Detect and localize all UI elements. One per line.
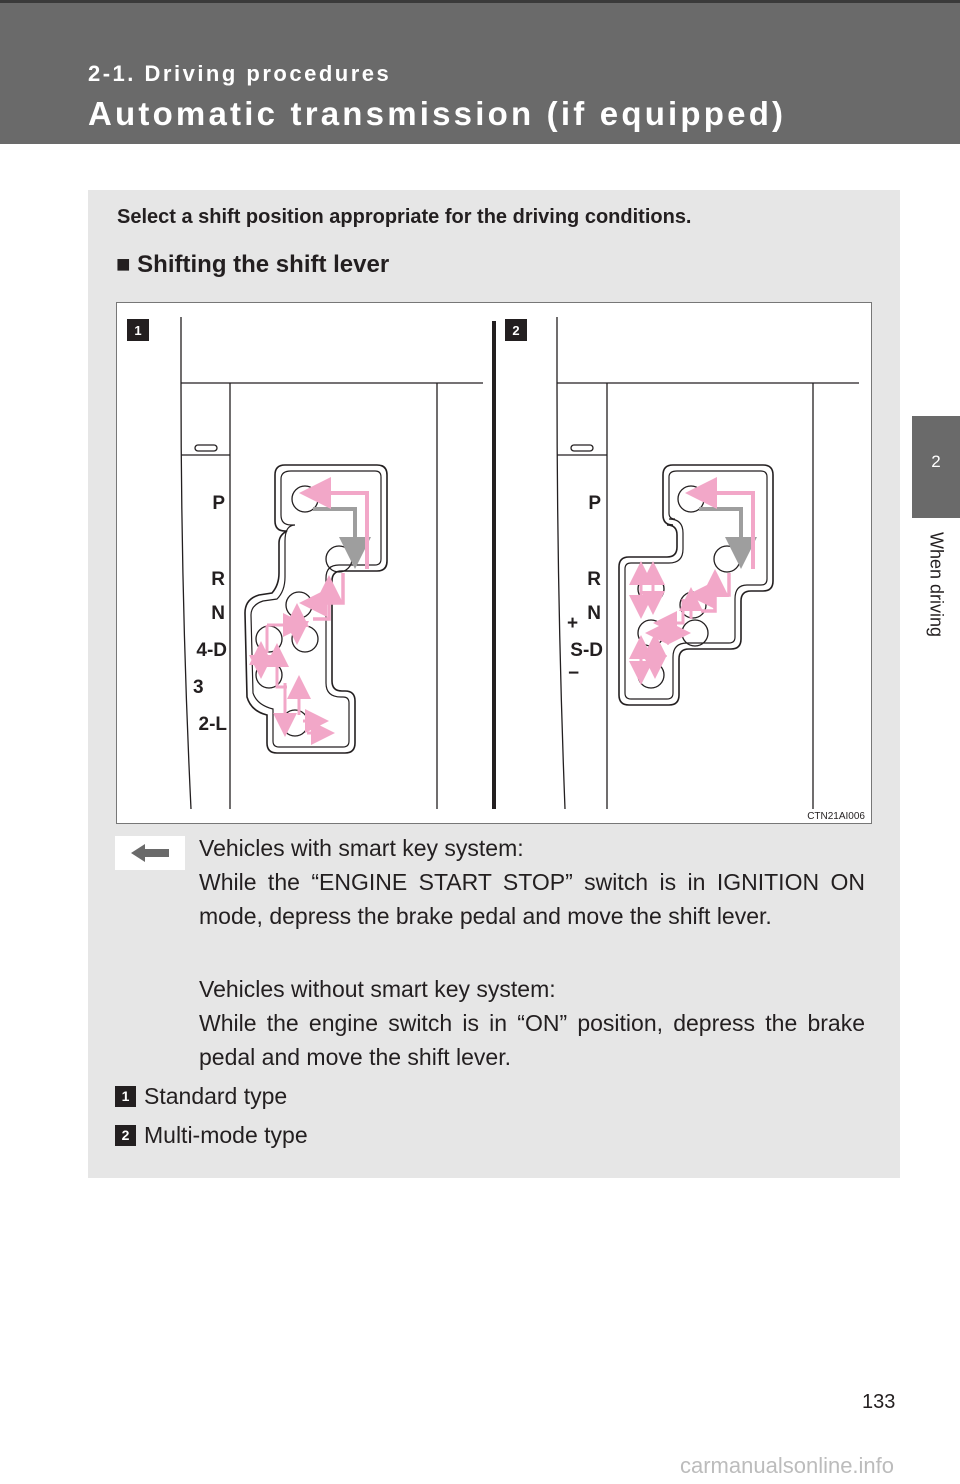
panel1-console	[180, 317, 483, 810]
panel1-badge	[127, 319, 149, 341]
legend-badge-2: 2	[115, 1124, 136, 1146]
panel1-arrows	[249, 477, 371, 745]
panel2-pos-p: P	[588, 493, 601, 514]
panel1-pos-n: N	[211, 603, 225, 624]
panel1-pos-2l: 2-L	[199, 714, 228, 735]
chapter-tab-label[interactable]: When driving	[912, 518, 960, 668]
section-label: 2-1. Driving procedures	[88, 61, 392, 86]
panel1-pos-3: 3	[193, 677, 204, 698]
panel1-pos-r: R	[211, 569, 225, 590]
legend-badge-1: 1	[115, 1085, 136, 1107]
panel2-pos-r: R	[587, 569, 601, 590]
intro-text: Select a shift position appropriate for …	[117, 206, 692, 228]
panel2-pos-sd: S-D	[570, 640, 603, 661]
page-header: 2-1. Driving procedures Automatic transm…	[0, 0, 960, 144]
legend-multi-mode: 2 Multi-mode type	[115, 1120, 308, 1150]
panel2-plus: +	[567, 613, 578, 634]
smart-key-text: While the “ENGINE START STOP” switch is …	[199, 869, 865, 929]
legend-label-multi-mode: Multi-mode type	[144, 1121, 308, 1148]
panel2-console	[556, 317, 859, 810]
chapter-tab-text: When driving	[926, 532, 947, 638]
shift-lever-diagram: 1 2	[127, 317, 865, 822]
no-smart-key-text: While the engine switch is in “ON” posit…	[199, 1010, 865, 1070]
page-title: Automatic transmission (if equipped)	[88, 95, 787, 132]
smart-key-heading: Vehicles with smart key system:	[199, 835, 524, 861]
panel2-number: 2	[512, 323, 519, 338]
panel1-number: 1	[134, 323, 141, 338]
left-arrow-icon	[131, 844, 169, 862]
no-smart-key-heading: Vehicles without smart key system:	[199, 976, 556, 1002]
panel2-minus: −	[568, 663, 579, 684]
figure-code: CTN21AI006	[807, 811, 865, 822]
panel2-pos-n: N	[587, 603, 601, 624]
panel2-arrows	[629, 477, 757, 685]
subheading: ■ Shifting the shift lever	[116, 251, 390, 278]
legend-standard: 1 Standard type	[115, 1081, 287, 1111]
shift-lever-figure: 1 2	[116, 302, 872, 824]
page-number: 133	[862, 1391, 896, 1413]
panel1-pos-p: P	[212, 493, 225, 514]
panel1-pos-4d: 4-D	[196, 640, 227, 661]
legend-label-standard: Standard type	[144, 1082, 288, 1109]
chapter-tab-number[interactable]: 2	[912, 416, 960, 518]
panel2-badge	[505, 319, 527, 341]
watermark: carmanualsonline.info	[680, 1453, 895, 1478]
procedure-arrow-box	[115, 836, 185, 870]
